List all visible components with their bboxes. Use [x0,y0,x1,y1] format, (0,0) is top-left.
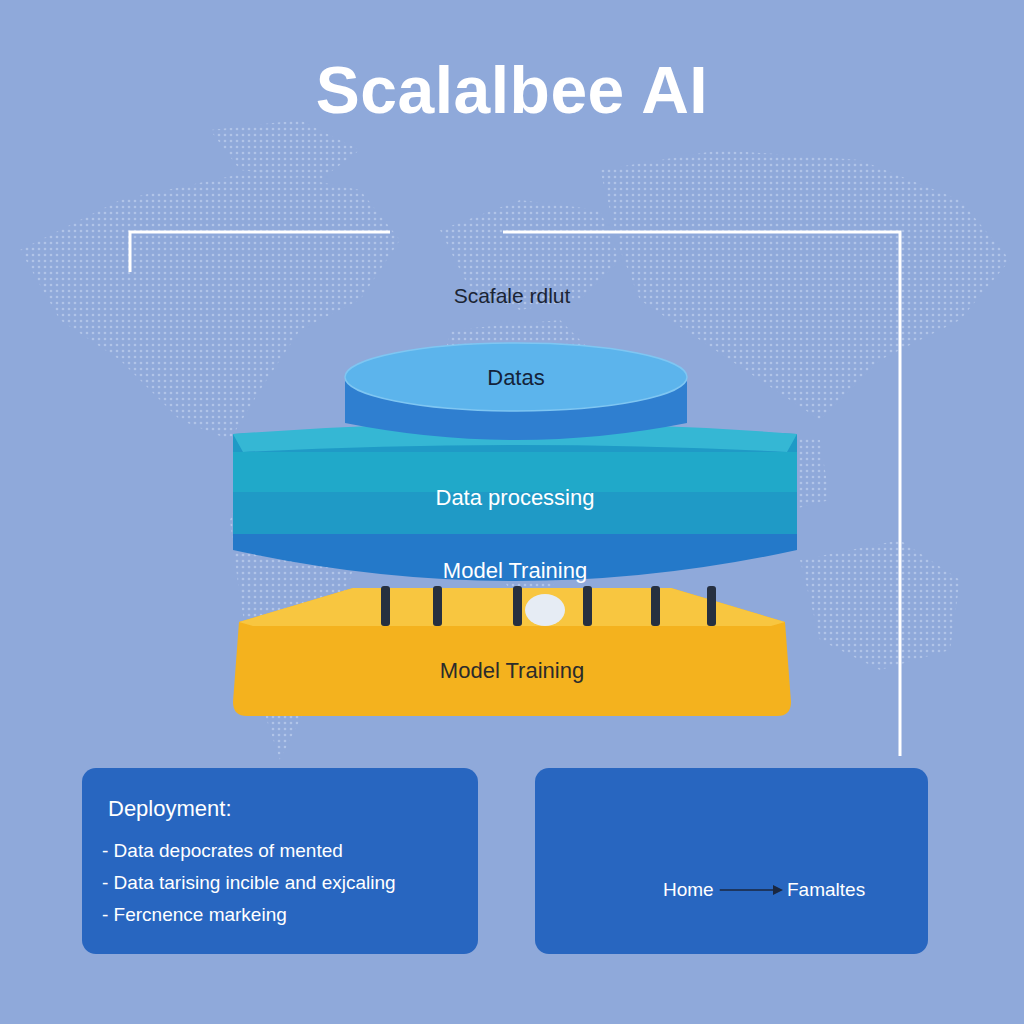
pillar [651,586,660,626]
node-bulb [525,594,565,626]
data-disc: Datas [345,343,687,453]
node-text: Datas [487,365,544,391]
model-training-layer: Model Training [233,528,797,604]
node-text: - Fercnence markeing [102,904,287,926]
box-heading: Deployment: [108,796,232,822]
arrow-head [773,885,783,895]
node-text: Model Training [443,558,587,584]
pillar [433,586,442,626]
arrow-line [720,889,775,891]
node-text: - Data tarising incible and exjcaling [102,872,396,894]
world-map [20,120,1010,760]
navigation-box: Home Famaltes [535,768,928,954]
deployment-box: Deployment: - Data depocrates of mented - … [82,768,478,954]
subtitle-label: Scafale rdlut [0,284,1024,308]
data-disc-shape [345,343,687,453]
pillar [513,586,522,626]
bracket-lines [130,232,900,756]
pillar [381,586,390,626]
node-text: Famaltes [787,879,865,901]
node-text: Data processing [436,485,595,511]
node-text: Home [663,879,714,901]
nav-arrow [535,768,928,954]
node-text: - Data depocrates of mented [102,840,343,862]
pillar [707,586,716,626]
model-training-tray-shape [233,582,791,716]
node-text: Model Training [440,658,584,684]
model-training-tray: Model Training [233,582,791,716]
title: Scalalbee AI [0,52,1024,128]
pillar [583,586,592,626]
navigation-box-shape [535,768,928,954]
